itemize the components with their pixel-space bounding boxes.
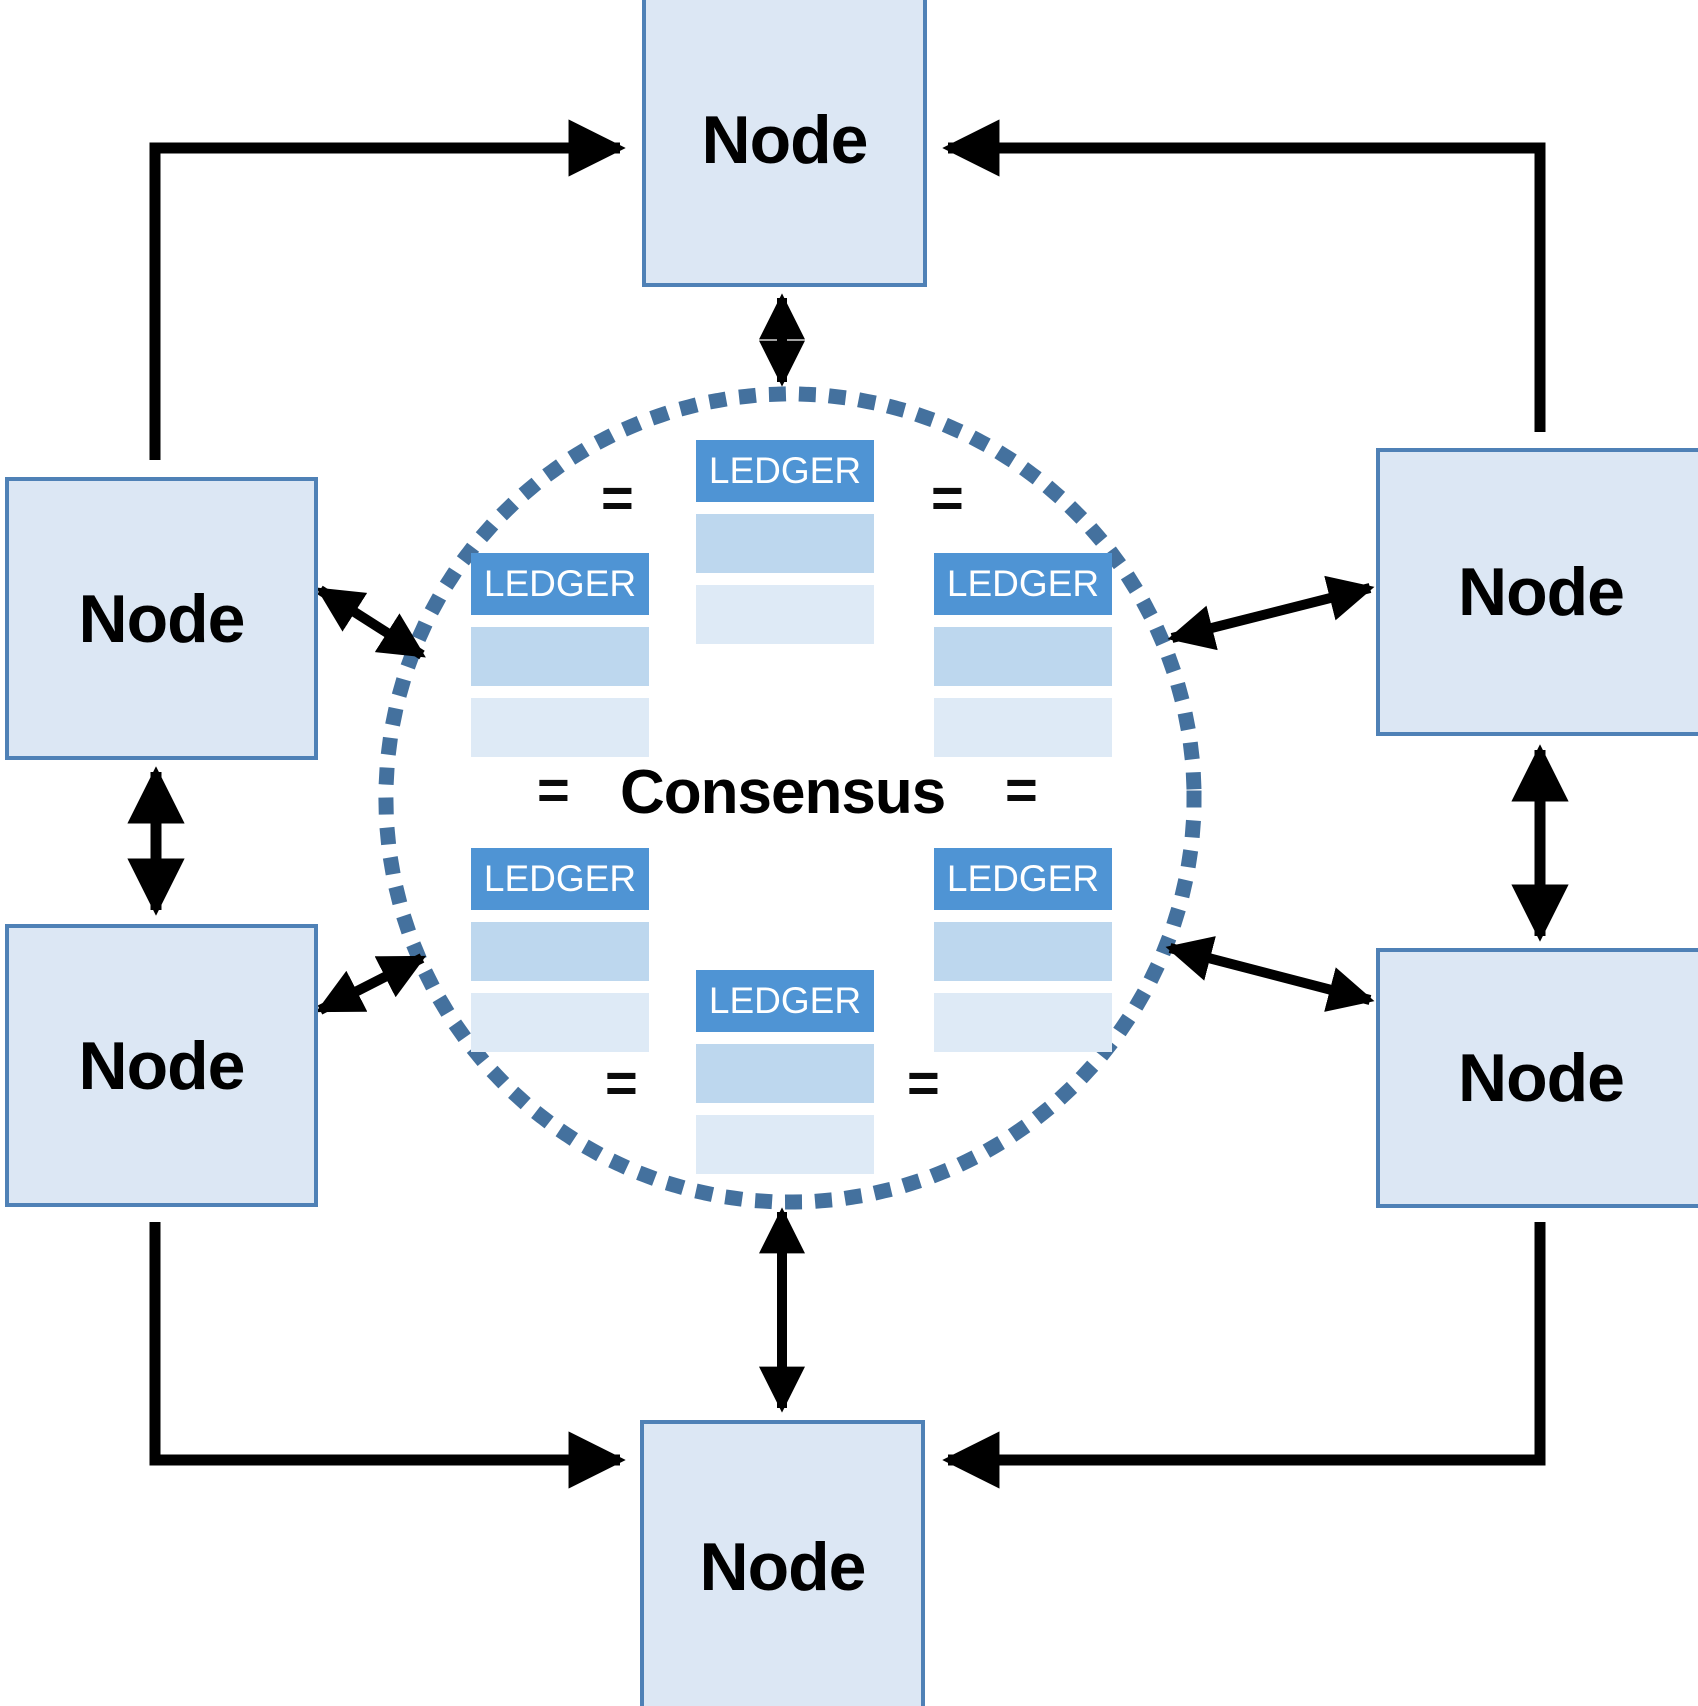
node-box-left-lower[interactable]: Node <box>5 924 318 1207</box>
ledger-row-mid <box>696 514 874 573</box>
ledger-row-mid <box>934 922 1112 981</box>
equals-icon-bottom-right: = <box>906 1051 939 1114</box>
equals-icon-bottom-left: = <box>604 1051 637 1114</box>
ledger-row-light <box>934 993 1112 1052</box>
equals-icon-mid-left: = <box>536 758 569 821</box>
ledger-row-light <box>696 1115 874 1174</box>
equals-icon-mid-right: = <box>1004 758 1037 821</box>
ledger-row-mid <box>696 1044 874 1103</box>
ledger-stack-right-lower[interactable]: LEDGER <box>934 848 1112 1052</box>
ledger-row-light <box>696 585 874 644</box>
node-label: Node <box>78 580 246 657</box>
node-box-bottom[interactable]: Node <box>640 1420 925 1706</box>
node-box-right-upper[interactable]: Node <box>1376 448 1698 736</box>
arrow-leftupper-to-circle <box>316 585 426 660</box>
node-label: Node <box>1458 554 1625 630</box>
node-box-top[interactable]: Node <box>642 0 927 287</box>
ledger-row-mid <box>934 627 1112 686</box>
equals-icon-top-left: = <box>600 466 633 529</box>
arrow-rightupper-to-top <box>942 119 1546 432</box>
ledger-row-light <box>471 698 649 757</box>
arrow-rightlower-to-circle <box>1165 936 1375 1012</box>
node-label: Node <box>78 1027 246 1104</box>
ledger-header: LEDGER <box>471 848 649 910</box>
node-label: Node <box>701 101 869 178</box>
arrow-rightlower-to-bottom <box>942 1222 1546 1489</box>
node-label: Node <box>1458 1040 1625 1116</box>
ledger-row-mid <box>471 922 649 981</box>
consensus-label: Consensus <box>620 758 946 827</box>
ledger-stack-left-upper[interactable]: LEDGER <box>471 553 649 757</box>
equals-icon-top-right: = <box>930 466 963 529</box>
ledger-row-light <box>934 698 1112 757</box>
ledger-stack-top-center[interactable]: LEDGER <box>696 440 874 644</box>
ledger-header: LEDGER <box>471 553 649 615</box>
arrow-leftlower-to-bottom <box>149 1222 626 1489</box>
ledger-header: LEDGER <box>934 553 1112 615</box>
ledger-stack-bottom-center[interactable]: LEDGER <box>696 970 874 1174</box>
ledger-header: LEDGER <box>696 970 874 1032</box>
ledger-stack-left-lower[interactable]: LEDGER <box>471 848 649 1052</box>
arrow-leftupper-to-top <box>149 119 626 460</box>
ledger-stack-right-upper[interactable]: LEDGER <box>934 553 1112 757</box>
node-label: Node <box>699 1529 867 1605</box>
node-box-right-lower[interactable]: Node <box>1376 948 1698 1208</box>
ledger-row-light <box>471 993 649 1052</box>
arrow-leftlower-to-circle <box>315 953 427 1015</box>
node-box-left-upper[interactable]: Node <box>5 477 318 760</box>
ledger-row-mid <box>471 627 649 686</box>
ledger-header: LEDGER <box>696 440 874 502</box>
ledger-header: LEDGER <box>934 848 1112 910</box>
arrow-rightupper-to-circle <box>1167 575 1375 651</box>
